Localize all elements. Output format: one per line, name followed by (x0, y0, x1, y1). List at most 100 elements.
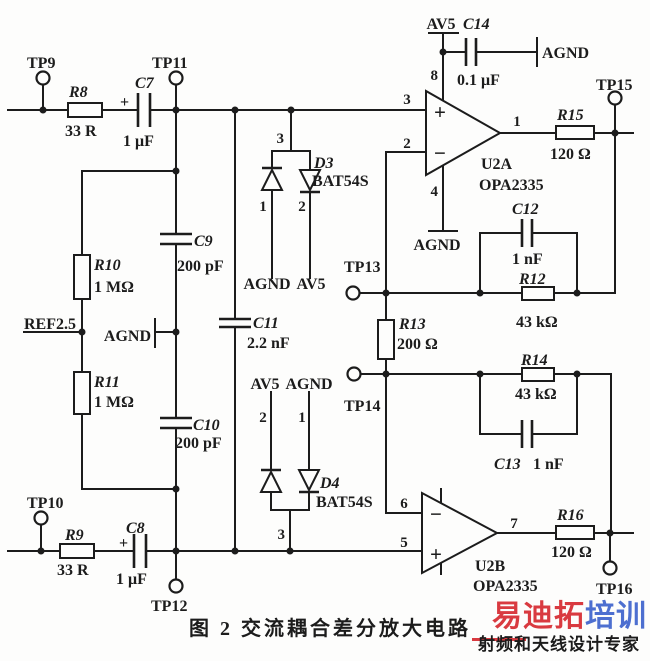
capacitor-c7-plates (136, 93, 152, 127)
wire-c12-loop (479, 232, 578, 294)
testpoint-tp10-terminal (33, 510, 49, 526)
d3-pin2-label: 2 (298, 199, 306, 215)
resistor-r13-body (377, 319, 395, 360)
ref25-net-label: REF2.5 (24, 316, 76, 333)
diode-d3-right-triangle (298, 169, 322, 193)
c8-polarity: + (119, 535, 128, 552)
resistor-r16-body (555, 525, 595, 540)
c7-value: 1 μF (123, 133, 154, 150)
d4-part: BAT54S (316, 494, 373, 511)
agnd-u2a-net-label: AGND (413, 237, 460, 254)
diode-d3-left-triangle (260, 167, 284, 191)
c11-value: 2.2 nF (247, 335, 290, 352)
d3-agnd-net-label: AGND (243, 276, 290, 293)
c8-name: C8 (126, 520, 145, 537)
r8-name: R8 (68, 84, 88, 101)
testpoint-tp15-terminal (607, 90, 623, 106)
wire-c13-loop (479, 373, 578, 435)
u2a-pin2-label: 2 (403, 136, 411, 152)
r11-name: R11 (93, 374, 120, 391)
testpoint-tp13-terminal (345, 285, 361, 301)
tp16-label: TP16 (596, 581, 632, 598)
wire-c14 (442, 37, 538, 67)
c14-name: C14 (463, 16, 490, 33)
resistor-r10-body (73, 254, 91, 300)
capacitor-c13-plates (520, 420, 534, 448)
wire-u2b-inv (385, 373, 423, 514)
d3-av5-net-label: AV5 (296, 276, 325, 293)
watermark-brand: 易迪拓培训 (492, 599, 647, 633)
tp14-label: TP14 (344, 398, 380, 415)
r8-value: 33 R (65, 123, 97, 140)
c8-value: 1 μF (116, 571, 147, 588)
resistor-r15-body (555, 125, 595, 140)
d3-part: BAT54S (312, 173, 369, 190)
component-symbols (33, 38, 623, 594)
diode-d4-left-triangle (259, 469, 283, 493)
wire-u2a-gnd (428, 161, 458, 232)
u2b-pin5-label: 5 (400, 535, 408, 551)
wire-d4-branch (270, 391, 310, 552)
c7-polarity: + (120, 94, 129, 111)
c14-value: 0.1 μF (457, 72, 500, 89)
c12-name: C12 (512, 201, 539, 218)
watermark-tagline: 射频和天线设计专家 (477, 634, 640, 654)
testpoint-tp9-terminal (35, 70, 51, 86)
c10-name: C10 (193, 417, 220, 434)
wire-fb-b (385, 373, 612, 534)
c7-name: C7 (135, 75, 155, 92)
d4-name: D4 (319, 475, 340, 492)
u2a-minus-sign: − (434, 141, 446, 165)
resistor-r8-body (67, 102, 103, 118)
opamp-u2b-triangle (421, 491, 500, 575)
labels: TP9 TP11 TP15 TP13 TP14 TP10 TP12 TP16 R… (24, 16, 632, 615)
r11-value: 1 MΩ (94, 394, 134, 411)
r9-value: 33 R (57, 562, 89, 579)
r10-name: R10 (93, 257, 121, 274)
figure-caption: 图 2 交流耦合差分放大电路 (189, 616, 471, 640)
resistor-r12-body (521, 286, 555, 301)
d4-av5-net-label: AV5 (250, 376, 279, 393)
d4-pin1-label: 1 (298, 410, 306, 426)
r9-name: R9 (64, 527, 84, 544)
tp9-label: TP9 (27, 55, 55, 72)
c13-name: C13 (494, 456, 521, 473)
tp12-label: TP12 (151, 598, 187, 615)
capacitor-c8-plates (132, 534, 148, 568)
capacitor-c11-plates (219, 317, 251, 329)
opamp-u2a-triangle (425, 89, 503, 177)
r14-value: 43 kΩ (515, 386, 557, 403)
u2a-pin4-label: 4 (431, 184, 439, 200)
watermark-brand-blue: 培训 (585, 599, 647, 633)
watermark-underline (472, 638, 526, 641)
c13-value: 1 nF (533, 456, 564, 473)
r16-value: 120 Ω (551, 544, 592, 561)
watermark-brand-red: 易迪拓 (492, 600, 585, 633)
r13-value: 200 Ω (397, 336, 438, 353)
tp15-label: TP15 (596, 77, 632, 94)
d4-agnd-net-label: AGND (285, 376, 332, 393)
r15-name: R15 (556, 107, 584, 124)
r15-value: 120 Ω (550, 146, 591, 163)
d4-pin3-label: 3 (278, 527, 286, 543)
d4-pin2-label: 2 (259, 410, 267, 426)
r14-name: R14 (520, 352, 548, 369)
u2b-part: OPA2335 (473, 578, 538, 595)
u2a-plus-sign: + (434, 100, 446, 124)
testpoint-tp16-terminal (602, 560, 618, 576)
u2b-pin7-label: 7 (510, 516, 518, 532)
watermark: 易迪拓培训 射频和天线设计专家 (472, 599, 647, 654)
tp11-label: TP11 (152, 55, 188, 72)
r13-name: R13 (398, 316, 426, 333)
u2a-name: U2A (481, 156, 513, 173)
testpoint-tp14-terminal (346, 366, 362, 382)
wire-u2a-inv (385, 151, 427, 294)
c11-name: C11 (253, 315, 279, 332)
wire-d3-branch (271, 109, 311, 279)
u2a-pin8-label: 8 (431, 68, 439, 84)
r10-value: 1 MΩ (94, 279, 134, 296)
d3-pin1-label: 1 (259, 199, 267, 215)
capacitor-c10-plates (160, 416, 192, 430)
diode-d4-right-triangle (297, 469, 321, 493)
